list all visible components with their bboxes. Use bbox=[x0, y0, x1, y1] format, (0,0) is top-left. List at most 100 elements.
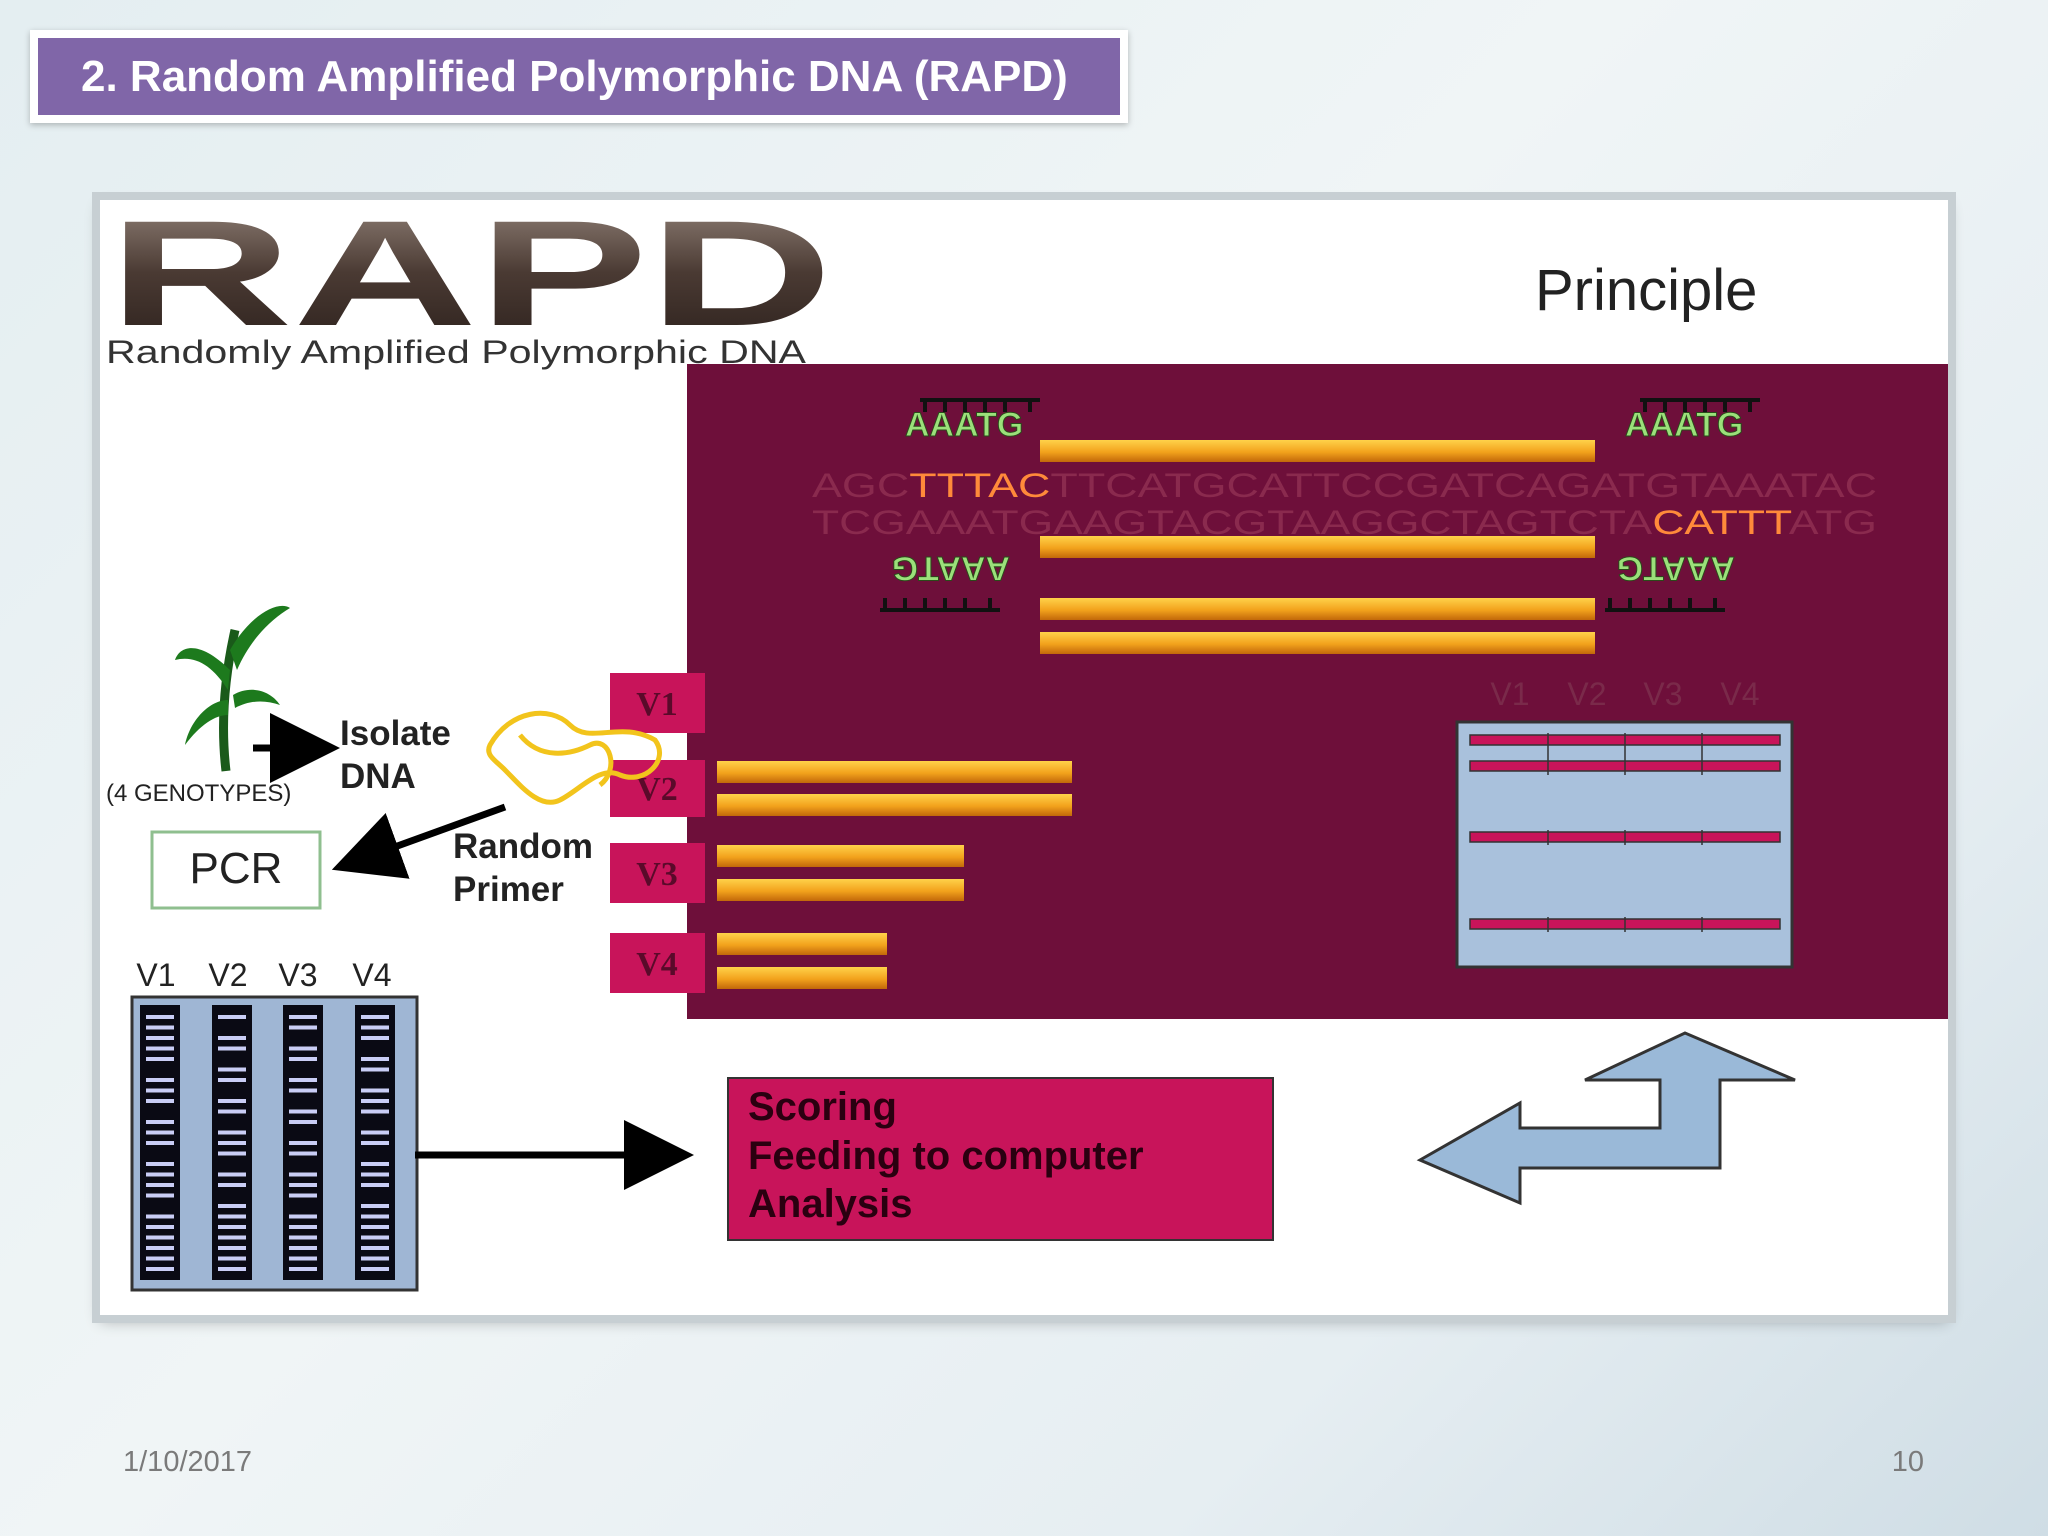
gel-lane-band bbox=[218, 1151, 246, 1156]
gel-lane-band bbox=[361, 1246, 389, 1250]
slide-title-box: 2. Random Amplified Polymorphic DNA (RAP… bbox=[30, 30, 1128, 123]
random-label: Random bbox=[453, 827, 593, 866]
gel-lane-band bbox=[218, 1036, 246, 1040]
gel-lane-band bbox=[146, 1015, 174, 1019]
primer-seq-bottom-right: AAATG bbox=[1617, 549, 1735, 587]
return-arrow-icon bbox=[1416, 1031, 1796, 1206]
variety-box-v3 bbox=[610, 843, 705, 903]
primer-seq-top-right: AAATG bbox=[1625, 406, 1743, 444]
gel-lane-band bbox=[361, 1088, 389, 1093]
variety-band bbox=[717, 879, 964, 901]
variety-label-v3: V3 bbox=[636, 856, 678, 893]
gel-lane-band bbox=[146, 1214, 174, 1219]
gel-lane-band bbox=[361, 1141, 389, 1145]
scoring-box bbox=[727, 1077, 1274, 1241]
gel-lane-band bbox=[289, 1151, 317, 1156]
pcr-box bbox=[150, 830, 322, 910]
scoring-line-1: Scoring bbox=[748, 1085, 897, 1129]
scoring-line-2: Feeding to computer bbox=[748, 1134, 1144, 1178]
gel-lane-band bbox=[289, 1235, 317, 1240]
gel-lane-band bbox=[361, 1256, 389, 1261]
gel-lane-label: V1 bbox=[1490, 676, 1529, 712]
gel-lane-band bbox=[361, 1067, 389, 1072]
slide-title: 2. Random Amplified Polymorphic DNA (RAP… bbox=[38, 38, 1120, 115]
primer-seq-bottom-left: AAATG bbox=[892, 549, 1010, 587]
lane-label: V3 bbox=[278, 957, 317, 993]
gel-lane-band bbox=[361, 1172, 389, 1177]
gel-lane-label: V4 bbox=[1720, 676, 1759, 712]
gel-lane-band bbox=[146, 1183, 174, 1187]
gel-lane-band bbox=[289, 1015, 317, 1019]
lane-label: V4 bbox=[352, 957, 391, 993]
gel-lane-band bbox=[218, 1183, 246, 1187]
gel-lane-band bbox=[289, 1046, 317, 1051]
gel-lane-band bbox=[361, 1162, 389, 1166]
gel-lane-band bbox=[361, 1225, 389, 1229]
gel-lane-band bbox=[361, 1025, 389, 1030]
gel-lane-band bbox=[218, 1204, 246, 1208]
principle-heading: Principle bbox=[1535, 258, 1757, 323]
variety-band bbox=[717, 845, 964, 867]
variety-box-v2 bbox=[610, 760, 705, 817]
gel-lane-band bbox=[218, 1172, 246, 1177]
gel-lane-band bbox=[146, 1172, 174, 1177]
gel-lane-band bbox=[218, 1078, 246, 1082]
gel-lane-band bbox=[361, 1130, 389, 1135]
gel-lane-band bbox=[218, 1015, 246, 1019]
gel-lane-band bbox=[361, 1204, 389, 1208]
gel-lane-band bbox=[146, 1057, 174, 1061]
gel-lane-band bbox=[218, 1235, 246, 1240]
lane-label: V1 bbox=[136, 957, 175, 993]
variety-band bbox=[717, 761, 1072, 783]
gel-lane-band bbox=[289, 1256, 317, 1261]
gel-lane-band bbox=[289, 1109, 317, 1114]
gel-lane-band bbox=[361, 1036, 389, 1040]
gel-lane-band bbox=[146, 1267, 174, 1271]
amplicon-band bbox=[1040, 440, 1595, 462]
gel-lane-band bbox=[289, 1246, 317, 1250]
gel-lane-band bbox=[289, 1172, 317, 1177]
scoring-line-3: Analysis bbox=[748, 1182, 913, 1226]
lane-label: V2 bbox=[208, 957, 247, 993]
dna-bottom-c: ATG bbox=[1789, 504, 1877, 542]
pcr-arrow bbox=[331, 803, 507, 879]
rapd-diagram: RAPD Randomly Amplified Polymorphic DNA … bbox=[106, 200, 1948, 1292]
amplicon-band bbox=[1040, 536, 1595, 558]
gel-lane-band bbox=[146, 1141, 174, 1145]
gel-bands bbox=[1469, 733, 1781, 932]
gel-lane-band bbox=[361, 1267, 389, 1271]
variety-label-v4: V4 bbox=[636, 946, 678, 983]
variety-label-v1: V1 bbox=[636, 686, 678, 723]
gel-lane-band bbox=[289, 1025, 317, 1030]
gel-lane-band bbox=[218, 1267, 246, 1271]
rapd-figure: RAPD Randomly Amplified Polymorphic DNA … bbox=[100, 200, 1948, 1315]
primer-label: Primer bbox=[453, 870, 564, 909]
variety-band bbox=[717, 933, 887, 955]
gel-lane-band bbox=[361, 1057, 389, 1061]
variety-band bbox=[717, 794, 1072, 816]
gel-lane-label: V2 bbox=[1567, 676, 1606, 712]
gel-lane-band bbox=[289, 1078, 317, 1082]
amplicon-band bbox=[1040, 632, 1595, 654]
gel-lane-band bbox=[146, 1078, 174, 1082]
gel-lane-band bbox=[361, 1214, 389, 1219]
dna-bottom-a: TCGAAATGAAGTACGTAAGGCTAGTCTA bbox=[812, 504, 1653, 542]
gel-lane-band bbox=[146, 1130, 174, 1135]
gel-lane-band bbox=[289, 1214, 317, 1219]
dna-bottom-b: CATTT bbox=[1652, 504, 1791, 542]
gel-lane-band bbox=[218, 1099, 246, 1103]
gel-lane-band bbox=[146, 1162, 174, 1166]
gel-lane-band bbox=[146, 1193, 174, 1198]
plant-icon bbox=[175, 605, 290, 772]
gel-lane-band bbox=[361, 1099, 389, 1103]
gel-lane-band bbox=[146, 1246, 174, 1250]
gel-lane-band bbox=[289, 1183, 317, 1187]
isolate-label: Isolate bbox=[340, 714, 451, 753]
dna-label: DNA bbox=[340, 757, 416, 796]
gel-lane-band bbox=[218, 1246, 246, 1250]
gel-lane-band bbox=[146, 1225, 174, 1229]
gel-lane-band bbox=[289, 1267, 317, 1271]
dna-squiggle-icon bbox=[486, 710, 663, 805]
